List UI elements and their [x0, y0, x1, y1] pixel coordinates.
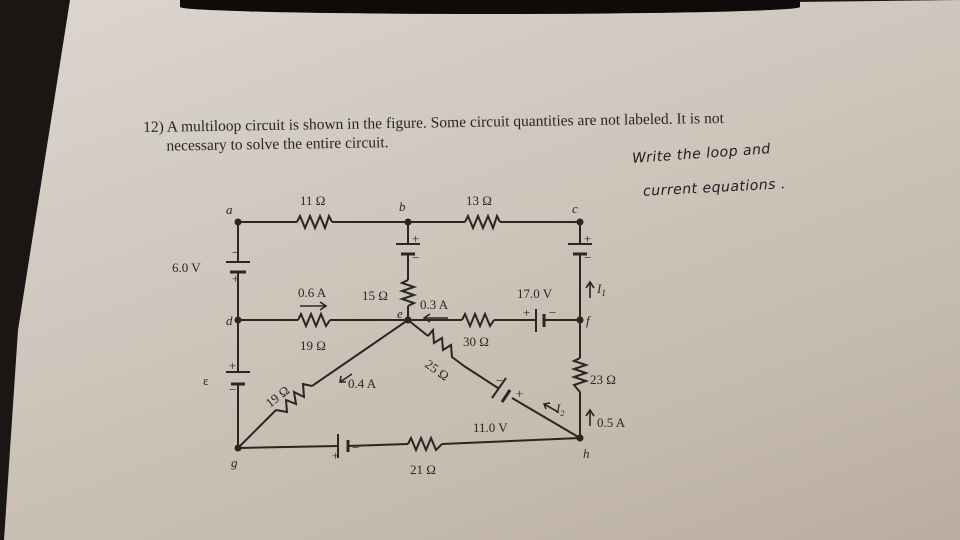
node-dot-h — [576, 434, 584, 442]
node-label-b: b — [399, 199, 406, 214]
label-v-6: 6.0 V — [172, 260, 201, 275]
label-r-19-eg: 19 Ω — [263, 383, 293, 411]
polarity-minus-17v: − — [549, 305, 556, 320]
polarity-plus-bottom: + — [332, 448, 339, 463]
label-r-15: 15 Ω — [362, 288, 388, 303]
polarity-minus-bottom: − — [352, 440, 359, 455]
label-i1: I1 — [596, 281, 606, 298]
label-i2: I2 — [555, 401, 564, 418]
polarity-plus-b: + — [412, 231, 419, 246]
polarity-minus-c: − — [584, 250, 591, 265]
label-r-19-de: 19 Ω — [300, 338, 326, 353]
phone-shadow — [180, 0, 800, 14]
polarity-minus-b: − — [412, 250, 419, 265]
label-i-0-5: 0.5 A — [597, 415, 626, 430]
label-v-epsilon: ε — [203, 373, 209, 388]
label-r-30: 30 Ω — [463, 334, 489, 349]
battery-epsilon — [226, 371, 250, 386]
arrow-icon-0-5a — [585, 408, 595, 426]
node-dot-g — [234, 444, 242, 452]
resistor-30-ohm — [461, 311, 495, 329]
node-dot-d — [234, 316, 242, 324]
resistor-19-ohm-de — [297, 311, 331, 329]
battery-b — [396, 243, 420, 256]
circuit-wires — [237, 221, 581, 449]
label-i-0-6: 0.6 A — [298, 285, 327, 300]
polarity-plus-eps: + — [229, 358, 236, 373]
arrow-icon-0-3a — [422, 313, 448, 323]
node-dot-e — [404, 316, 412, 324]
resistor-19-ohm-eg — [275, 382, 313, 414]
resistor-11-ohm — [296, 213, 333, 231]
polarity-minus-eps: − — [229, 382, 236, 397]
node-label-g: g — [231, 455, 238, 470]
battery-c — [568, 243, 592, 256]
battery-17v — [535, 309, 546, 332]
label-r-21: 21 Ω — [410, 462, 436, 477]
resistor-21-ohm — [407, 435, 443, 453]
resistor-15-ohm — [398, 279, 418, 307]
node-dot-a — [234, 218, 242, 226]
arrow-icon-0-6a — [300, 301, 328, 311]
arrow-icon-0-4a — [339, 373, 353, 383]
label-r-23: 23 Ω — [590, 372, 616, 387]
battery-bottom — [337, 434, 350, 458]
arrow-icon-i1 — [585, 280, 595, 298]
resistor-25-ohm — [427, 327, 465, 367]
label-i-0-3: 0.3 A — [420, 297, 449, 312]
label-r-13: 13 Ω — [466, 193, 492, 208]
node-label-c: c — [572, 201, 578, 216]
resistor-13-ohm — [464, 213, 501, 231]
polarity-plus-17v: + — [523, 305, 530, 320]
polarity-plus-6v: + — [232, 271, 239, 286]
node-dot-f — [576, 316, 584, 324]
polarity-minus-6v: − — [232, 245, 239, 260]
resistor-23-ohm — [570, 357, 590, 393]
node-label-e: e — [397, 306, 403, 321]
label-v-17: 17.0 V — [517, 286, 553, 301]
label-i-0-4: 0.4 A — [348, 376, 377, 391]
node-dot-c — [576, 218, 584, 226]
label-v-11: 11.0 V — [473, 420, 508, 435]
node-dot-b — [404, 218, 412, 226]
node-label-h: h — [583, 446, 590, 461]
node-label-d: d — [226, 313, 233, 328]
battery-6v — [226, 261, 250, 274]
node-label-a: a — [226, 202, 233, 217]
polarity-plus-11v: + — [516, 386, 523, 401]
label-r-25: 25 Ω — [422, 356, 452, 383]
label-r-11: 11 Ω — [300, 193, 325, 208]
polarity-minus-11v: − — [496, 373, 503, 388]
node-label-f: f — [586, 313, 592, 328]
polarity-plus-c: + — [584, 231, 591, 246]
arrow-icon-i2 — [542, 402, 559, 413]
battery-11v — [491, 377, 512, 403]
